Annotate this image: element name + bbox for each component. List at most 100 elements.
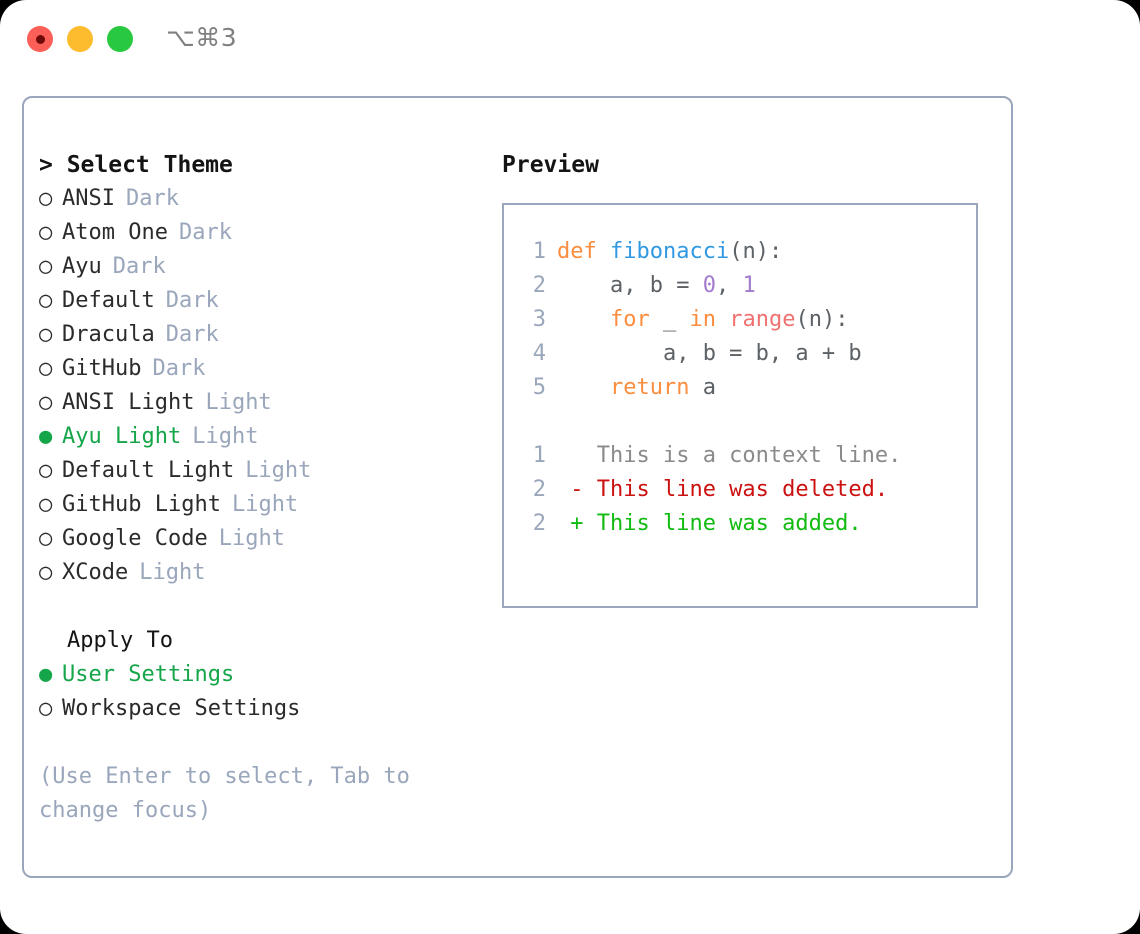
list-spacer — [39, 590, 489, 624]
radio-unselected-icon: ○ — [39, 288, 53, 313]
token-pl: a, b = b, a + b — [557, 341, 862, 366]
diff-line: 2 + This line was added. — [520, 507, 976, 541]
apply-to-option-workspace-settings[interactable]: ○ Workspace Settings — [39, 692, 489, 726]
radio-unselected-icon: ○ — [39, 390, 53, 415]
minimize-button[interactable] — [67, 26, 93, 52]
radio-unselected-icon: ○ — [39, 254, 53, 279]
theme-option-ayu-light[interactable]: ● Ayu Light Light — [39, 420, 489, 454]
theme-variant-badge: Light — [192, 424, 259, 449]
code-text: return a — [557, 371, 716, 405]
maximize-button[interactable] — [107, 26, 133, 52]
token-pl: a, b = — [557, 273, 703, 298]
radio-unselected-icon: ○ — [39, 492, 53, 517]
code-line: 5 return a — [520, 371, 976, 405]
theme-variant-badge: Dark — [125, 186, 179, 211]
code-line: 1 def fibonacci(n): — [520, 235, 976, 269]
apply-to-list[interactable]: ●User Settings ○ Workspace Settings — [39, 658, 489, 726]
keyboard-hint-text: (Use Enter to select, Tab to change focu… — [39, 764, 410, 823]
token-call: range — [729, 307, 796, 332]
theme-option-label: Google Code — [62, 526, 208, 551]
radio-unselected-icon: ○ — [39, 458, 53, 483]
theme-option-label: ANSI — [62, 186, 115, 211]
theme-variant-badge: Light — [245, 458, 312, 483]
window-controls — [27, 26, 133, 52]
code-text: for _ in range(n): — [557, 303, 848, 337]
line-number: 2 — [532, 273, 546, 298]
theme-variant-badge: Light — [205, 390, 272, 415]
token-pl: (n): — [795, 307, 849, 332]
code-line: 2 a, b = 0, 1 — [520, 269, 976, 303]
radio-selected-icon: ● — [39, 424, 53, 449]
theme-option-label: Dracula — [62, 322, 155, 347]
theme-variant-badge: Light — [139, 560, 206, 585]
line-number: 1 — [532, 239, 546, 264]
theme-option-github-light[interactable]: ○ GitHub Light Light — [39, 488, 489, 522]
theme-variant-badge: Dark — [165, 322, 219, 347]
theme-option-ansi[interactable]: ○ ANSI Dark — [39, 182, 489, 216]
theme-variant-badge: Light — [218, 526, 285, 551]
line-number: 3 — [532, 307, 546, 332]
radio-unselected-icon: ○ — [39, 186, 53, 211]
theme-option-label: GitHub — [62, 356, 142, 381]
token-kw: for — [609, 307, 650, 332]
title-bar: ⌥⌘3 — [0, 0, 1140, 78]
token-add: + This line was added. — [557, 511, 862, 536]
token-kw: return — [609, 375, 690, 400]
radio-selected-icon: ● — [39, 662, 53, 687]
code-text: + This line was added. — [557, 507, 862, 541]
radio-unselected-icon: ○ — [39, 560, 53, 585]
code-text: a, b = b, a + b — [557, 337, 862, 371]
code-text: def fibonacci(n): — [557, 235, 782, 269]
theme-option-label: ANSI Light — [62, 390, 195, 415]
line-number: 1 — [532, 443, 546, 468]
apply-to-option-user-settings[interactable]: ●User Settings — [39, 658, 489, 692]
radio-unselected-icon: ○ — [39, 696, 53, 721]
token-pl — [557, 375, 610, 400]
token-pl — [716, 307, 729, 332]
diff-line: 2 - This line was deleted. — [520, 473, 976, 507]
theme-option-label: GitHub Light — [62, 492, 221, 517]
theme-option-ansi-light[interactable]: ○ ANSI Light Light — [39, 386, 489, 420]
code-text: - This line was deleted. — [557, 473, 888, 507]
token-pl: a — [689, 375, 716, 400]
code-line: 4 a, b = b, a + b — [520, 337, 976, 371]
line-number: 4 — [532, 341, 546, 366]
keyboard-shortcut-label: ⌥⌘3 — [166, 23, 238, 52]
apply-to-heading: Apply To — [67, 628, 173, 653]
token-pl: (n): — [729, 239, 783, 264]
token-kw: in — [689, 307, 716, 332]
token-del: - This line was deleted. — [557, 477, 889, 502]
theme-variant-badge: Dark — [178, 220, 232, 245]
theme-variant-badge: Dark — [152, 356, 206, 381]
theme-option-xcode[interactable]: ○ XCode Light — [39, 556, 489, 590]
apply-to-option-label: Workspace Settings — [62, 696, 301, 721]
line-number: 5 — [532, 375, 546, 400]
code-line: 3 for _ in range(n): — [520, 303, 976, 337]
token-pl: _ — [649, 307, 690, 332]
theme-option-label: Ayu Light — [62, 424, 182, 449]
preview-heading: Preview — [502, 152, 599, 178]
theme-option-label: XCode — [62, 560, 129, 585]
theme-option-github[interactable]: ○ GitHub Dark — [39, 352, 489, 386]
token-ctx: This is a context line. — [557, 443, 902, 468]
theme-option-label: Atom One — [62, 220, 168, 245]
close-button[interactable] — [27, 26, 53, 52]
theme-variant-badge: Light — [231, 492, 299, 517]
theme-option-label: Default — [62, 288, 155, 313]
diff-sample: 1 This is a context line. 2 - This line w… — [520, 439, 976, 541]
theme-variant-badge: Dark — [112, 254, 166, 279]
radio-unselected-icon: ○ — [39, 356, 53, 381]
token-fn: fibonacci — [609, 239, 730, 264]
code-text: This is a context line. — [557, 439, 902, 473]
